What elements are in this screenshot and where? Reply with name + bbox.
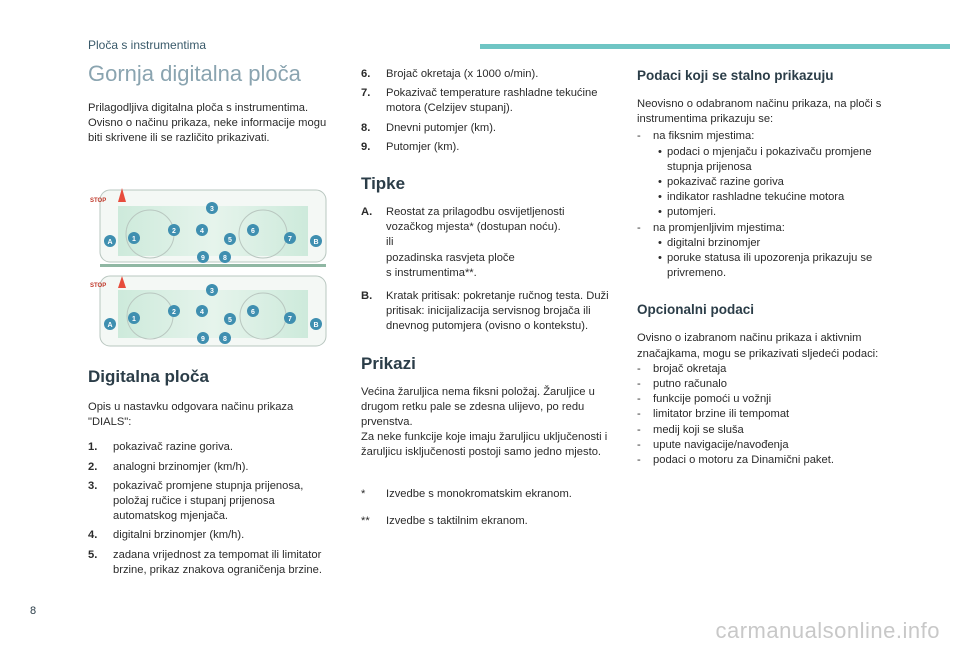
cluster-bottom	[99, 275, 327, 347]
instrument-cluster-figure: STOP STOP A B 1 2 3 4 5 6 7 8 9 A B 1 2 …	[90, 188, 327, 347]
badge-b-bottom: B	[313, 322, 318, 329]
list-item: 6.Brojač okretaja (x 1000 o/min).	[361, 68, 539, 80]
badge-8-top: 8	[223, 255, 227, 262]
fixed-items-list: •podaci o mjenjaču i pokazivaču promjene…	[653, 145, 897, 221]
stop-label-top: STOP	[90, 198, 106, 204]
badge-b-top: B	[313, 239, 318, 246]
badge-2-top: 2	[172, 228, 176, 235]
displays-paragraph-2: Za neke funkcije koje imaju žaruljicu uk…	[361, 431, 608, 459]
buttons-list: A. Reostat za prilagodbu osvijetljenosti…	[361, 205, 611, 335]
badge-6-bottom: 6	[251, 309, 255, 316]
badge-1-bottom: 1	[132, 316, 136, 323]
cluster-items-list-continued: 6.Brojač okretaja (x 1000 o/min). 7.Poka…	[361, 67, 611, 155]
list-item: •poruke statusa ili upozorenja prikazuju…	[658, 252, 873, 280]
digital-cluster-intro: Opis u nastavku odgovara načinu prikaza …	[88, 401, 294, 429]
list-item: 7.Pokazivač temperature rashladne tekući…	[361, 87, 598, 115]
list-item: -brojač okretaja	[637, 362, 727, 375]
badge-5-bottom: 5	[228, 317, 232, 324]
list-item: 5.zadana vrijednost za tempomat ili limi…	[88, 548, 322, 576]
displays-title: Prikazi	[361, 353, 416, 373]
footnote: *Izvedbe s monokromatskim ekranom.	[361, 487, 572, 500]
digital-cluster-title: Digitalna ploča	[88, 367, 209, 386]
section-label: Ploča s instrumentima	[88, 38, 207, 52]
stop-label-bottom: STOP	[90, 283, 106, 289]
badge-6-top: 6	[251, 228, 255, 235]
list-item: •putomjeri.	[658, 206, 717, 219]
header-rule	[480, 44, 950, 49]
badge-1-top: 1	[132, 236, 136, 243]
list-item: 8.Dnevni putomjer (km).	[361, 121, 497, 134]
list-item: •indikator rashladne tekućine motora	[658, 191, 845, 204]
list-item: •pokazivač razine goriva	[658, 176, 784, 189]
badge-a-bottom: A	[107, 322, 112, 329]
list-item: -putno računalo	[637, 378, 728, 391]
list-item: 3.pokazivač promjene stupnja prijenosa, …	[88, 479, 304, 523]
page-number: 8	[30, 605, 37, 617]
optional-items-list: -brojač okretaja -putno računalo -funkci…	[637, 362, 897, 468]
badge-a-top: A	[107, 239, 112, 246]
cluster-top	[99, 188, 327, 267]
list-item: 9.Putomjer (km).	[361, 140, 460, 153]
badge-3-bottom: 3	[210, 288, 214, 295]
badge-9-top: 9	[201, 255, 205, 262]
list-item: 4.digitalni brzinomjer (km/h).	[88, 529, 245, 542]
list-item: 2.analogni brzinomjer (km/h).	[88, 460, 249, 473]
column-2: 6.Brojač okretaja (x 1000 o/min). 7.Poka…	[361, 67, 611, 541]
badge-2-bottom: 2	[172, 309, 176, 316]
column-3: Podaci koji se stalno prikazuju Neovisno…	[637, 67, 897, 468]
badge-7-top: 7	[288, 236, 292, 243]
optional-title: Opcionalni podaci	[637, 302, 755, 318]
page-title: Gornja digitalna ploča	[88, 61, 301, 86]
list-item: B.Kratak pritisak: pokretanje ručnog tes…	[361, 290, 609, 333]
badge-3-top: 3	[210, 206, 214, 213]
badge-7-bottom: 7	[288, 316, 292, 323]
list-item: -upute navigacije/navođenja	[637, 438, 789, 451]
displays-paragraph-1: Većina žaruljica nema fiksni položaj. Ža…	[361, 385, 595, 429]
column-1: Gornja digitalna ploča Prilagodljiva dig…	[88, 60, 338, 147]
list-item: -funkcije pomoći u vožnji	[637, 393, 772, 406]
variable-items-list: •digitalni brzinomjer •poruke statusa il…	[653, 236, 897, 282]
footnote: **Izvedbe s taktilnim ekranom.	[361, 514, 528, 527]
list-item: •digitalni brzinomjer	[658, 236, 761, 249]
badge-8-bottom: 8	[223, 336, 227, 343]
list-item: -na promjenljivim mjestima:	[637, 221, 785, 234]
list-item: •podaci o mjenjaču i pokazivaču promjene…	[658, 145, 872, 173]
list-item: A. Reostat za prilagodbu osvijetljenosti…	[361, 206, 565, 279]
always-shown-title: Podaci koji se stalno prikazuju	[637, 68, 834, 83]
intro-paragraph: Prilagodljiva digitalna ploča s instrume…	[88, 102, 327, 145]
always-shown-intro: Neovisno o odabranom načinu prikaza, na …	[637, 98, 882, 126]
list-item: -podaci o motoru za Dinamični paket.	[637, 454, 834, 467]
optional-intro: Ovisno o izabranom načinu prikaza i akti…	[637, 332, 879, 360]
list-item: -medij koji se sluša	[637, 423, 744, 436]
badge-9-bottom: 9	[201, 336, 205, 343]
digital-cluster-section: Digitalna ploča Opis u nastavku odgovara…	[88, 366, 338, 582]
badge-5-top: 5	[228, 237, 232, 244]
cluster-items-list: 1.pokazivač razine goriva. 2.analogni br…	[88, 440, 338, 578]
list-item: 1.pokazivač razine goriva.	[88, 441, 234, 454]
watermark: carmanualsonline.info	[715, 618, 940, 643]
list-item: -limitator brzine ili tempomat	[637, 408, 790, 421]
buttons-title: Tipke	[361, 174, 406, 194]
list-item: -na fiksnim mjestima:	[637, 130, 755, 143]
badge-4-bottom: 4	[200, 309, 204, 316]
badge-4-top: 4	[200, 228, 204, 235]
always-shown-list: -na fiksnim mjestima: •podaci o mjenjaču…	[637, 129, 897, 281]
